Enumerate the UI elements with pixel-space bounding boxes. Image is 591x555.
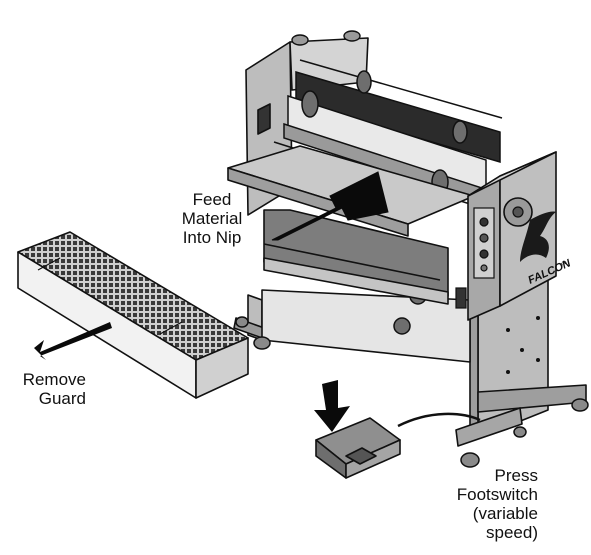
front-panel xyxy=(263,209,449,305)
press-footswitch-label: Press Footswitch (variable speed) xyxy=(440,466,538,542)
stand-bolts xyxy=(506,316,540,374)
machine-stand xyxy=(233,271,587,447)
feed-arrow xyxy=(271,171,389,241)
footswitch-label-line-2: Footswitch xyxy=(456,485,538,504)
caster-wheels xyxy=(235,316,589,468)
feed-material-label: Feed Material Into Nip xyxy=(164,190,260,247)
falcon-bird-logo xyxy=(520,211,556,262)
footswitch-cable xyxy=(397,412,481,428)
knob-left xyxy=(291,34,309,46)
footswitch xyxy=(315,417,401,479)
press-footswitch-arrow xyxy=(314,380,350,432)
feed-label-line-1: Feed xyxy=(192,190,232,209)
knob-left-2 xyxy=(343,30,361,42)
guard-label-line-1: Remove xyxy=(22,370,86,389)
brand-trademark: ™ xyxy=(560,261,569,270)
guard-label-line-2: Guard xyxy=(38,389,86,408)
footswitch-label-line-3: (variable xyxy=(472,504,538,523)
footswitch-label-line-4: speed) xyxy=(486,523,538,542)
control-panel xyxy=(455,207,495,309)
handwheel-hub xyxy=(512,206,524,218)
feed-label-line-3: Into Nip xyxy=(182,228,242,247)
guard-hinges xyxy=(37,257,183,335)
remove-guard-label: Remove Guard xyxy=(0,370,86,408)
footswitch-label-line-1: Press xyxy=(494,466,538,485)
remove-guard-arrow xyxy=(34,322,112,360)
feed-label-line-2: Material xyxy=(181,209,243,228)
